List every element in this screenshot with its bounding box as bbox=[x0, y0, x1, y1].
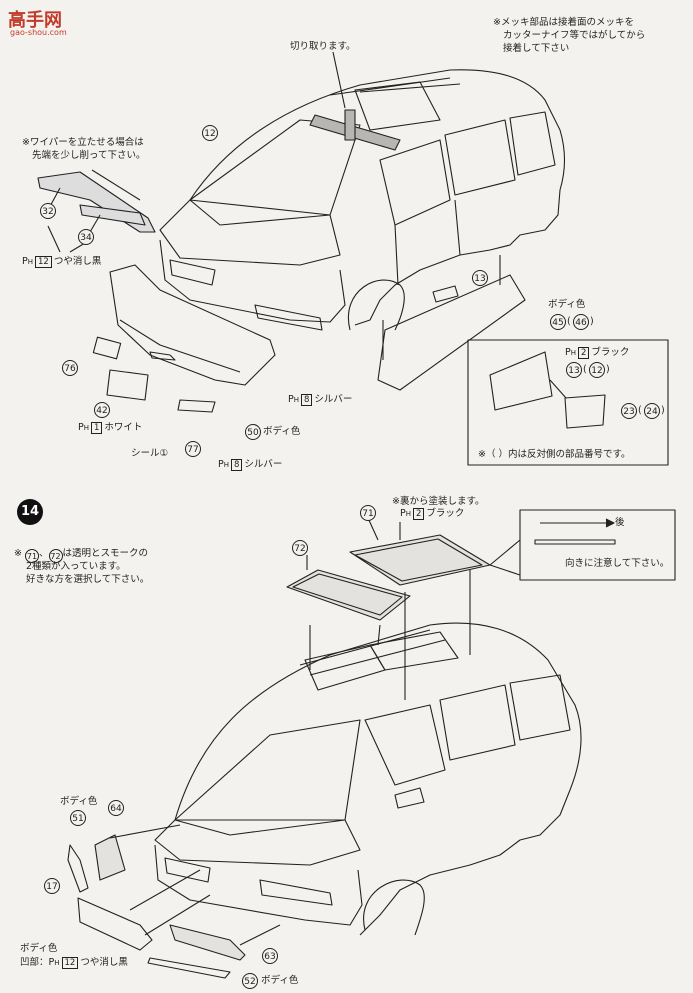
lower-car-body bbox=[154, 622, 582, 936]
plating-note-line-3: 接着して下さい bbox=[503, 43, 570, 54]
upper-bumper bbox=[92, 264, 276, 413]
part-50-body-color: ボディ色 bbox=[263, 426, 301, 437]
part-72-inline: 72 bbox=[48, 549, 63, 563]
part-51-label: 51 bbox=[70, 810, 86, 826]
body-color-17-label: ボディ色 bbox=[20, 943, 58, 954]
part-63-label: 63 bbox=[262, 948, 278, 964]
paren-close-12: ) bbox=[606, 364, 610, 375]
direction-note: 向きに注意して下さい。 bbox=[565, 558, 670, 569]
paren-close-46: ) bbox=[590, 316, 594, 327]
paint-from-back-note: ※裏から塗装します。 bbox=[392, 496, 485, 507]
part-50-label: 50 bbox=[245, 424, 261, 440]
cut-note: 切り取ります。 bbox=[290, 41, 356, 52]
part-46-label: 46 bbox=[573, 314, 589, 330]
part-12b-label: 12 bbox=[589, 362, 605, 378]
wiper-note-line-2: 先端を少し削って下さい。 bbox=[32, 150, 146, 161]
part-13-label: 13 bbox=[472, 270, 488, 286]
step14-note-line-3: 好きな方を選択して下さい。 bbox=[26, 574, 150, 585]
part-13b-label: 13 bbox=[566, 362, 582, 378]
part-77-label: 77 bbox=[185, 441, 201, 457]
wiper-note-line-1: ※ワイパーを立たせる場合は bbox=[22, 137, 144, 148]
part-42-label: 42 bbox=[94, 402, 110, 418]
part-34-label: 34 bbox=[78, 229, 94, 245]
part-72-label: 72 bbox=[292, 540, 308, 556]
step14-note-line-2: 2種類が入っています。 bbox=[26, 561, 126, 572]
paren-open-12: ( bbox=[583, 364, 587, 375]
body-color-51-label: ボディ色 bbox=[60, 796, 98, 807]
direction-rear-label: 後 bbox=[615, 517, 625, 528]
plating-note-line-2: カッターナイフ等ではがしてから bbox=[503, 30, 646, 41]
paren-open-46: ( bbox=[567, 316, 571, 327]
watermark-url: gao-shou.com bbox=[10, 28, 67, 37]
part-71-inline: 71 bbox=[25, 549, 39, 563]
paren-close-24: ) bbox=[661, 405, 665, 416]
part-45-label: 45 bbox=[550, 314, 566, 330]
part-24-label: 24 bbox=[644, 403, 660, 419]
body-color-label: ボディ色 bbox=[548, 299, 586, 310]
part-17-label: 17 bbox=[44, 878, 60, 894]
part-23-label: 23 bbox=[621, 403, 637, 419]
upper-car-body bbox=[159, 69, 566, 331]
part-76-label: 76 bbox=[62, 360, 78, 376]
part-12-label: 12 bbox=[202, 125, 218, 141]
inset-note: ※（ ）内は反対側の部品番号です。 bbox=[478, 449, 631, 460]
seal-label: シール① bbox=[131, 448, 169, 459]
watermark-logo: 高手网 bbox=[8, 10, 62, 31]
part-52-body-color: ボディ色 bbox=[261, 975, 299, 986]
step-14-badge: 14 bbox=[17, 499, 43, 525]
part-52-label: 52 bbox=[242, 973, 258, 989]
plating-note-line-1: ※メッキ部品は接着面のメッキを bbox=[493, 17, 634, 28]
part-71-label: 71 bbox=[360, 505, 376, 521]
part-64-label: 64 bbox=[108, 800, 124, 816]
part-32-label: 32 bbox=[40, 203, 56, 219]
paren-open-24: ( bbox=[638, 405, 642, 416]
